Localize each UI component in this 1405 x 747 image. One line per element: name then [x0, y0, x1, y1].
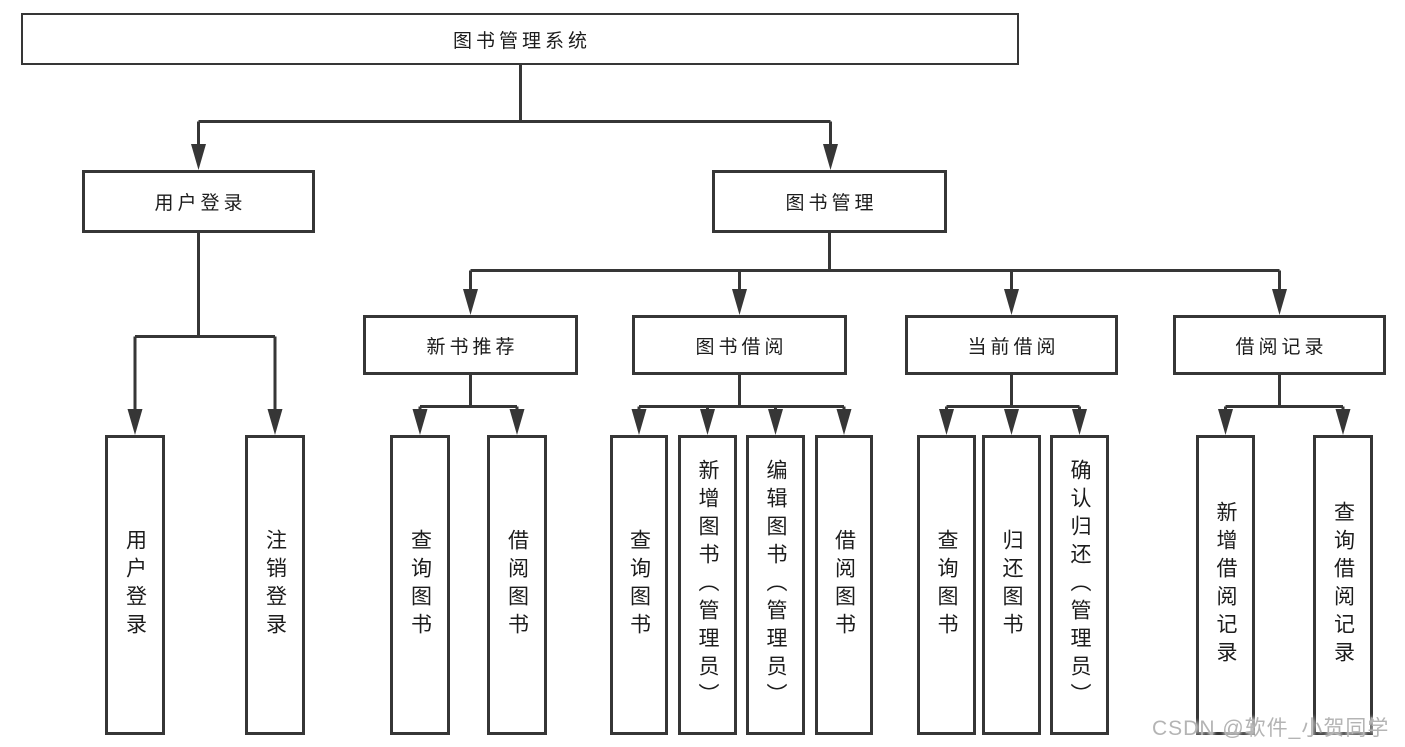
connector-book-borrow [637, 374, 846, 414]
node-current-borrow: 当前借阅 [905, 315, 1118, 375]
leaf-bb-add-books-admin: 新增图书（管理员） [678, 435, 737, 735]
leaf-nb-query-books: 查询图书 [390, 435, 450, 735]
node-user-login: 用户登录 [82, 170, 315, 233]
leaf-cb-confirm-return-admin: 确认归还（管理员） [1050, 435, 1109, 735]
connector-current-borrow [945, 374, 1081, 414]
leaf-bb-query-books: 查询图书 [610, 435, 668, 735]
connector-new-book [418, 374, 519, 414]
leaf-bb-edit-books-admin: 编辑图书（管理员） [746, 435, 805, 735]
leaf-cb-return-books: 归还图书 [982, 435, 1041, 735]
node-book-management: 图书管理 [712, 170, 947, 233]
node-library-system: 图书管理系统 [21, 13, 1019, 65]
leaf-br-query-record: 查询借阅记录 [1313, 435, 1373, 735]
leaf-nb-borrow-books: 借阅图书 [487, 435, 547, 735]
node-new-book-recommend: 新书推荐 [363, 315, 578, 375]
connector-book-mgmt [469, 232, 1281, 292]
csdn-watermark: CSDN @软件_小贺同学 [1152, 717, 1390, 740]
leaf-cb-query-books: 查询图书 [917, 435, 976, 735]
node-borrow-record: 借阅记录 [1173, 315, 1386, 375]
leaf-br-add-record: 新增借阅记录 [1196, 435, 1255, 735]
connector-root [197, 64, 832, 147]
leaf-user-login: 用户登录 [105, 435, 165, 735]
node-book-borrow: 图书借阅 [632, 315, 847, 375]
leaf-logout: 注销登录 [245, 435, 305, 735]
connector-user-login [133, 232, 277, 412]
connector-borrow-record [1224, 374, 1345, 414]
leaf-bb-borrow-books: 借阅图书 [815, 435, 873, 735]
arrowheads [127, 144, 1351, 435]
